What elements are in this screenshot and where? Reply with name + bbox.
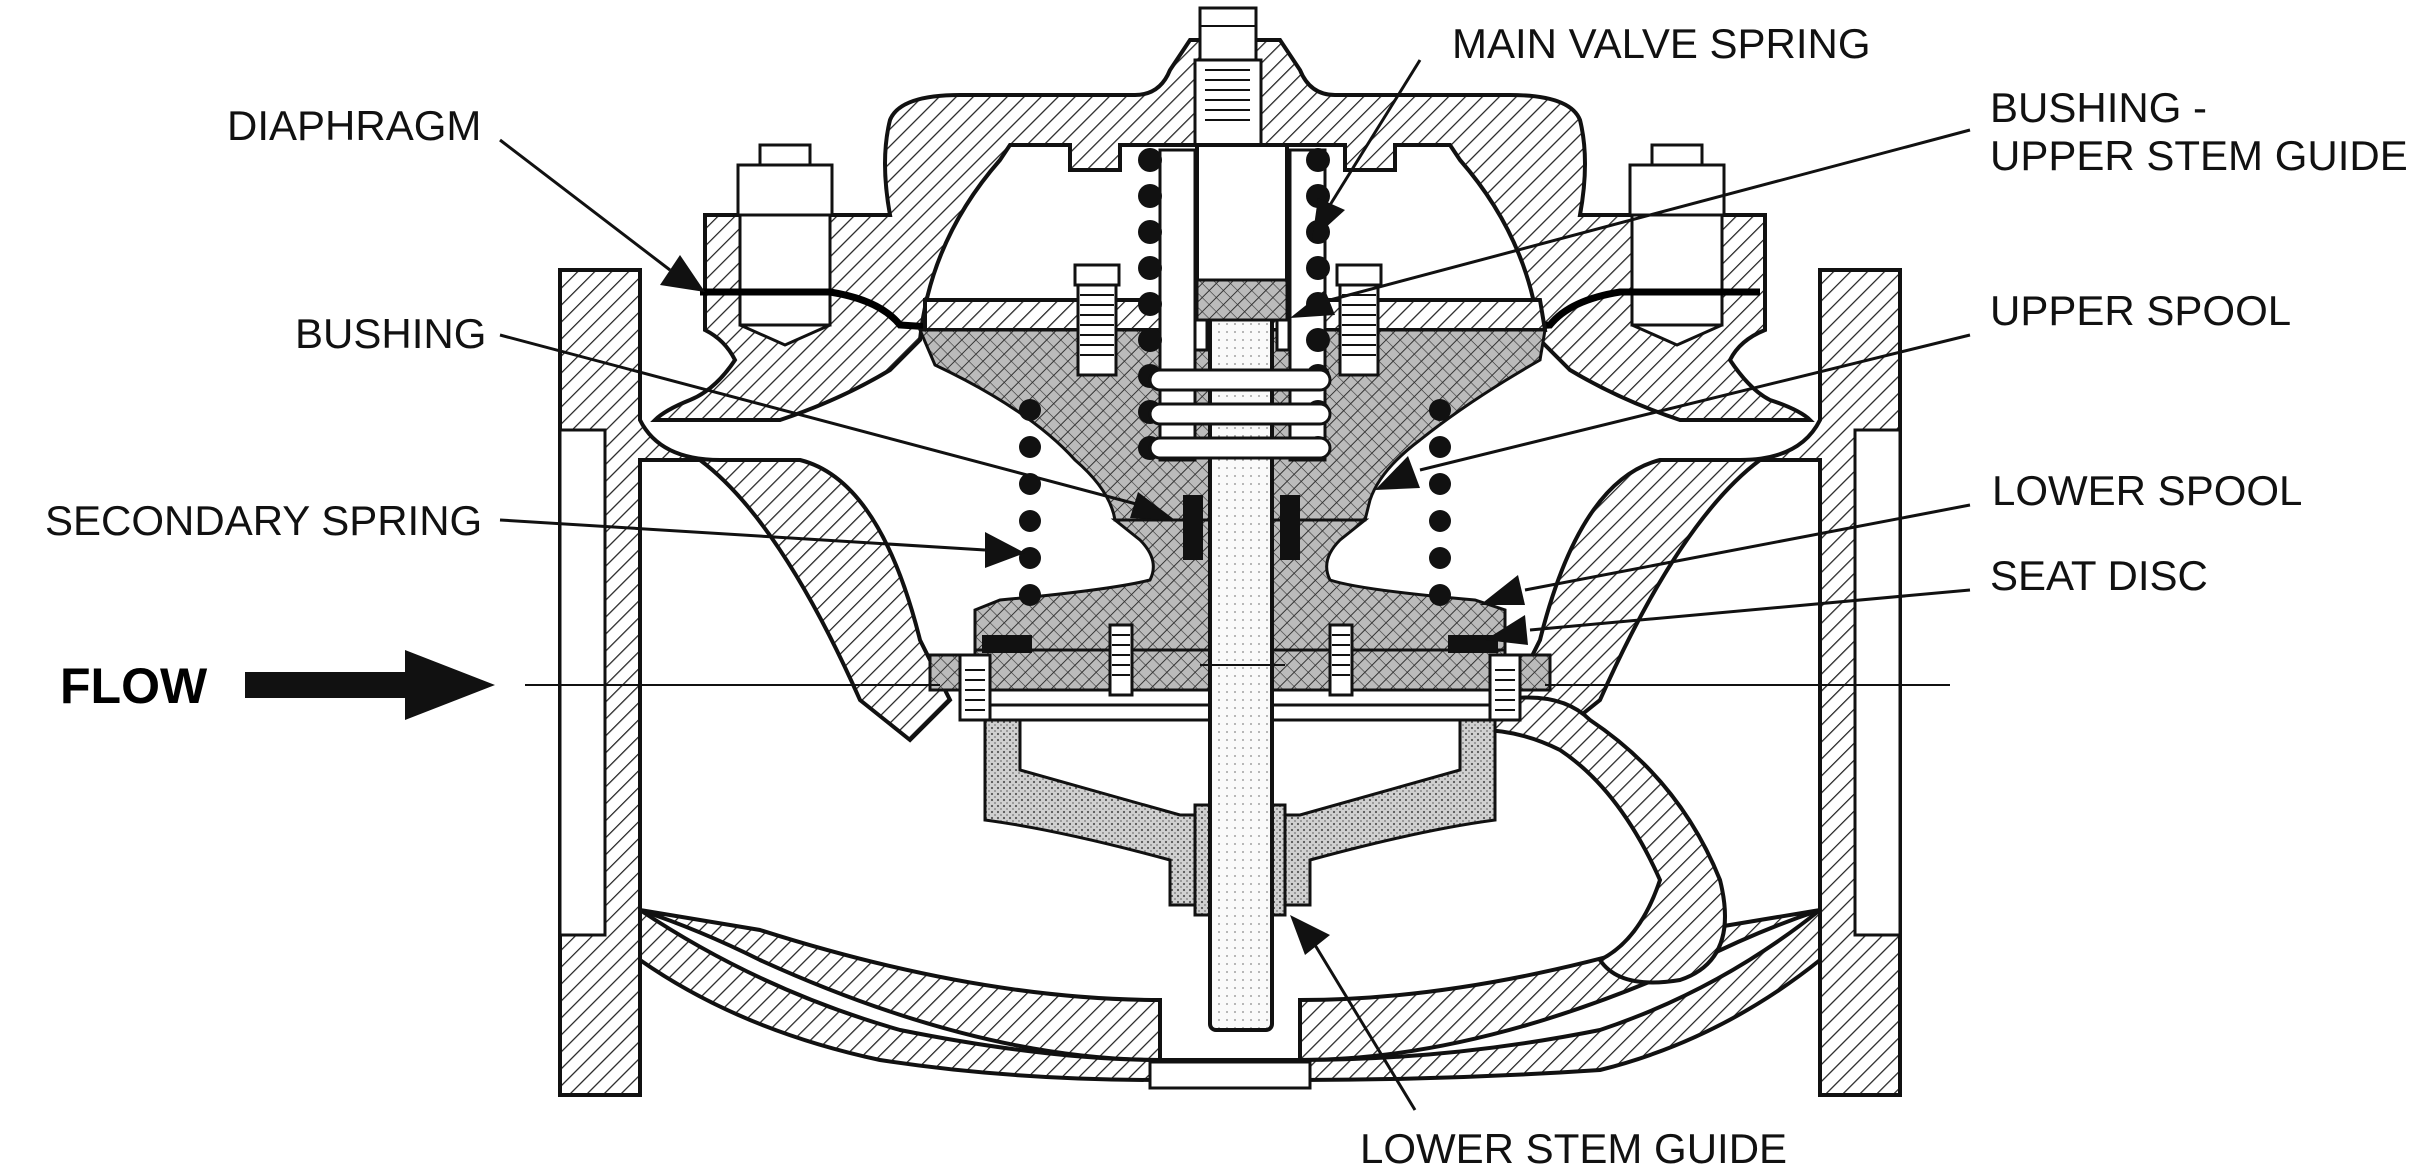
seat-disc — [982, 635, 1498, 653]
spring-coil — [1138, 328, 1162, 352]
leader-secondary-spring — [499, 518, 1025, 568]
leader-main-valve-spring — [1312, 59, 1422, 240]
valve-body — [558, 268, 1902, 1097]
secondary-spring — [1019, 399, 1451, 606]
spring-coil — [1429, 547, 1451, 569]
spool-screws — [1073, 263, 1383, 377]
right-stud — [1628, 143, 1726, 347]
spring-coil — [1429, 436, 1451, 458]
valve-cover — [650, 38, 1815, 422]
spring-coil — [1019, 510, 1041, 532]
spring-coil-turn — [1148, 402, 1332, 426]
leader-seat-disc — [1485, 588, 1971, 645]
leader-bushing-upper — [1290, 128, 1971, 318]
leader-diaphragm — [499, 138, 705, 292]
leader-bushing — [499, 333, 1175, 520]
bushing-upper-stem-guide — [1193, 278, 1291, 352]
spring-coil-turn — [1148, 436, 1332, 460]
spring-coil — [1138, 256, 1162, 280]
disc-screws — [1108, 623, 1354, 697]
spring-coil — [1019, 584, 1041, 606]
leader-lower-stem-guide — [1290, 915, 1417, 1111]
label-diaphragm: DIAPHRAGM — [227, 102, 481, 149]
label-bushing-upper-line1: BUSHING - — [1990, 84, 2207, 131]
cover-plug — [1193, 6, 1263, 147]
stem — [1195, 143, 1289, 1032]
flow-arrow — [245, 650, 495, 720]
spring-coil — [1429, 510, 1451, 532]
label-lower-spool: LOWER SPOOL — [1992, 467, 2302, 514]
spring-coil — [1429, 584, 1451, 606]
spring-coil — [1429, 399, 1451, 421]
left-stud — [736, 143, 834, 347]
bushing — [1183, 495, 1300, 560]
spring-coil — [1019, 436, 1041, 458]
label-bushing-upper-line2: UPPER STEM GUIDE — [1990, 132, 2408, 179]
spring-coil-turn — [1148, 368, 1332, 392]
label-upper-spool: UPPER SPOOL — [1990, 287, 2291, 334]
label-bushing: BUSHING — [295, 310, 486, 357]
label-seat-disc: SEAT DISC — [1990, 552, 2208, 599]
spring-coil — [1138, 148, 1162, 172]
spring-coil — [1138, 220, 1162, 244]
spring-coil — [1306, 328, 1330, 352]
spring-coil — [1306, 148, 1330, 172]
label-lower-stem-guide: LOWER STEM GUIDE — [1360, 1125, 1787, 1170]
spring-coil — [1138, 184, 1162, 208]
spring-coil — [1138, 292, 1162, 316]
label-secondary-spring: SECONDARY SPRING — [45, 497, 482, 544]
leader-lower-spool — [1480, 503, 1971, 605]
spring-coil — [1429, 473, 1451, 495]
spring-coil — [1019, 399, 1041, 421]
spring-coil — [1306, 256, 1330, 280]
leader-upper-spool — [1375, 333, 1971, 490]
label-flow: FLOW — [60, 658, 208, 714]
spring-coil — [1019, 547, 1041, 569]
label-main-valve-spring: MAIN VALVE SPRING — [1452, 20, 1871, 67]
